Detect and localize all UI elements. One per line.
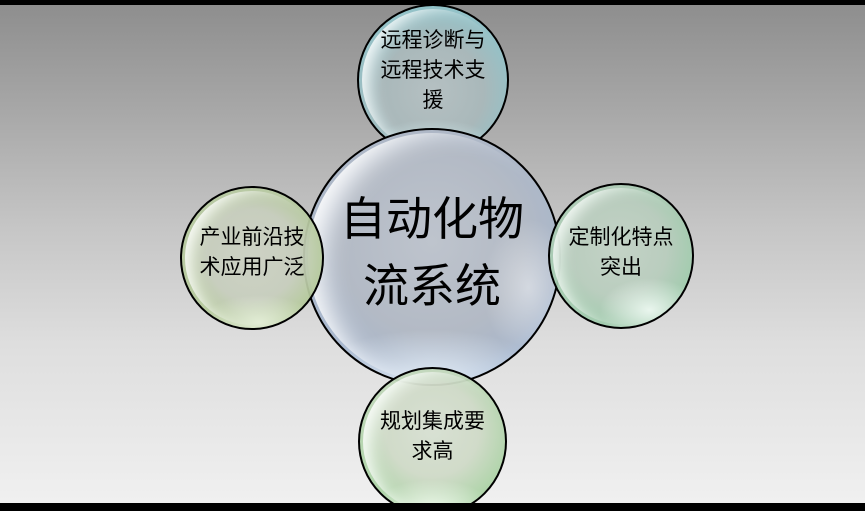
node-label-line: 自动化物	[340, 193, 524, 246]
node-planning-integration-bubble: 规划集成要 求高	[358, 367, 507, 503]
node-label: 规划集成要 求高	[380, 407, 485, 467]
node-label: 定制化特点 突出	[569, 223, 674, 283]
node-label: 远程诊断与 远程技术支 援	[381, 26, 486, 115]
node-label-line: 流系统	[363, 260, 501, 312]
node-label-line: 术应用广泛	[199, 256, 305, 279]
node-label: 产业前沿技 术应用广泛	[200, 223, 305, 283]
center-node-bubble: 自动化物 流系统	[303, 128, 561, 386]
node-customization-bubble: 定制化特点 突出	[548, 183, 694, 329]
letterbox-top	[0, 0, 865, 5]
node-label-line: 求高	[411, 439, 454, 463]
node-label-line: 定制化特点	[568, 226, 674, 250]
node-label-line: 突出	[600, 256, 642, 279]
node-label-line: 规划集成要	[380, 409, 485, 433]
diagram-canvas: 远程诊断与 远程技术支 援 自动化物 流系统 产业前沿技 术应用广泛 定制化特点…	[0, 5, 865, 503]
node-label-line: 援	[422, 88, 444, 112]
node-label-line: 产业前沿技	[199, 226, 305, 250]
center-node-label: 自动化物 流系统	[340, 186, 524, 319]
node-remote-support-bubble: 远程诊断与 远程技术支 援	[357, 5, 509, 156]
node-label-line: 远程诊断与	[380, 29, 486, 53]
node-frontier-tech-bubble: 产业前沿技 术应用广泛	[180, 186, 324, 330]
letterbox-bottom	[0, 503, 865, 511]
node-label-line: 远程技术支	[380, 59, 486, 83]
